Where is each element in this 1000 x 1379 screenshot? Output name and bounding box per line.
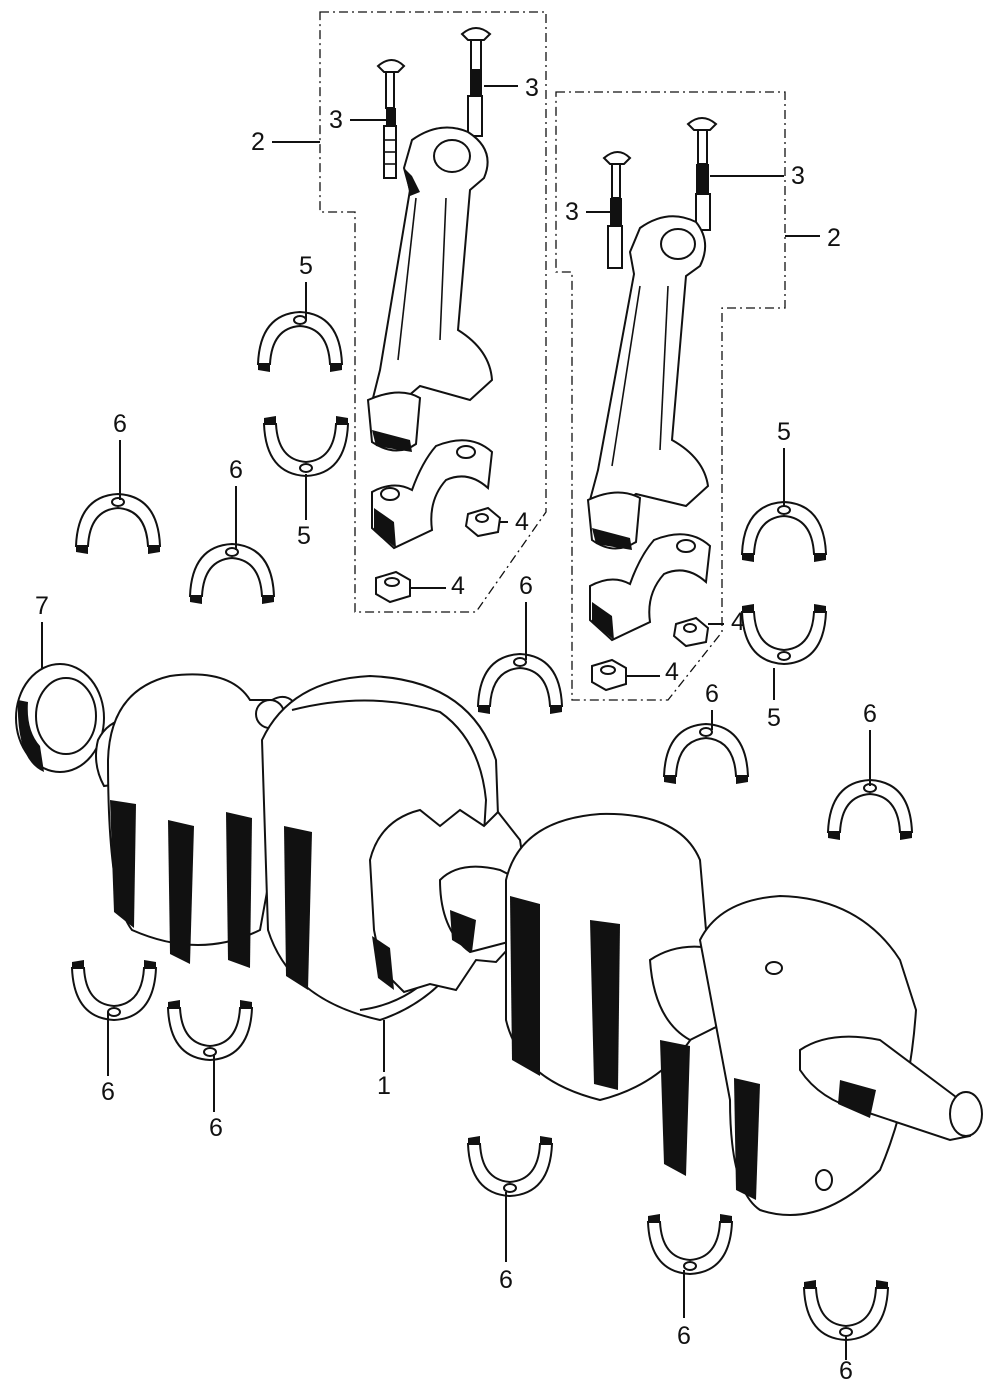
oil-seal [15, 663, 105, 773]
bearing-shell [476, 652, 564, 714]
callout-rod-bearing: 5 [777, 418, 791, 446]
connecting-rod-right [586, 215, 710, 550]
callout-rod-bearing: 5 [297, 522, 311, 550]
bearing-shell [740, 500, 828, 562]
bearing-shell [70, 960, 158, 1022]
rod-assembly-left-boundary [319, 11, 547, 613]
callout-rod-bearing: 5 [767, 704, 781, 732]
callout-main-bearing: 6 [677, 1322, 691, 1350]
rod-nut-left-a [464, 506, 502, 538]
bearing-shell [166, 1000, 254, 1062]
callout-rod-nut: 4 [731, 608, 745, 636]
callout-oil-seal: 7 [35, 592, 49, 620]
callout-rod-nut: 4 [665, 658, 679, 686]
bearing-shell [262, 416, 350, 478]
callout-rod-nut: 4 [515, 508, 529, 536]
bearing-shell [74, 492, 162, 554]
rod-nut-left-b [375, 570, 411, 604]
bearing-shell [188, 542, 276, 604]
callout-rod-bearing: 5 [299, 252, 313, 280]
rod-bolt-right-a [602, 151, 632, 269]
callout-crankshaft: 1 [377, 1072, 391, 1100]
rod-bolt-left-b [460, 27, 492, 137]
connecting-rod-left [366, 126, 494, 452]
bearing-shell [802, 1280, 890, 1342]
callout-rod-bolt: 3 [791, 162, 805, 190]
rod-assembly-right-boundary [555, 91, 786, 701]
callout-main-bearing: 6 [209, 1114, 223, 1142]
callout-main-bearing: 6 [519, 572, 533, 600]
callout-rod-nut: 4 [451, 572, 465, 600]
callout-main-bearing: 6 [113, 410, 127, 438]
bearing-shell [256, 310, 344, 372]
callout-main-bearing: 6 [705, 680, 719, 708]
rod-nut-right-a [672, 616, 710, 648]
crankshaft [95, 673, 983, 1216]
bearing-shell [646, 1214, 734, 1276]
bearing-shell [826, 778, 914, 840]
callout-main-bearing: 6 [101, 1078, 115, 1106]
callout-rod-bolt: 3 [525, 74, 539, 102]
rod-bolt-right-b [686, 117, 718, 231]
rod-cap-left [371, 439, 494, 550]
callout-main-bearing: 6 [863, 700, 877, 728]
bearing-shells [70, 310, 914, 1342]
bearing-shell [740, 604, 828, 666]
rod-bolt-left-a [376, 59, 406, 179]
callout-rod-bolt: 3 [329, 106, 343, 134]
callout-main-bearing: 6 [499, 1266, 513, 1294]
bearing-shell [662, 722, 750, 784]
bearing-shell [466, 1136, 554, 1198]
callout-main-bearing: 6 [229, 456, 243, 484]
callout-rod-bolt: 3 [565, 198, 579, 226]
callout-connecting-rod-assembly: 2 [827, 224, 841, 252]
rod-cap-right [589, 533, 712, 642]
callout-main-bearing: 6 [839, 1357, 853, 1379]
rod-nut-right-b [591, 658, 627, 692]
callout-connecting-rod-assembly: 2 [251, 128, 265, 156]
